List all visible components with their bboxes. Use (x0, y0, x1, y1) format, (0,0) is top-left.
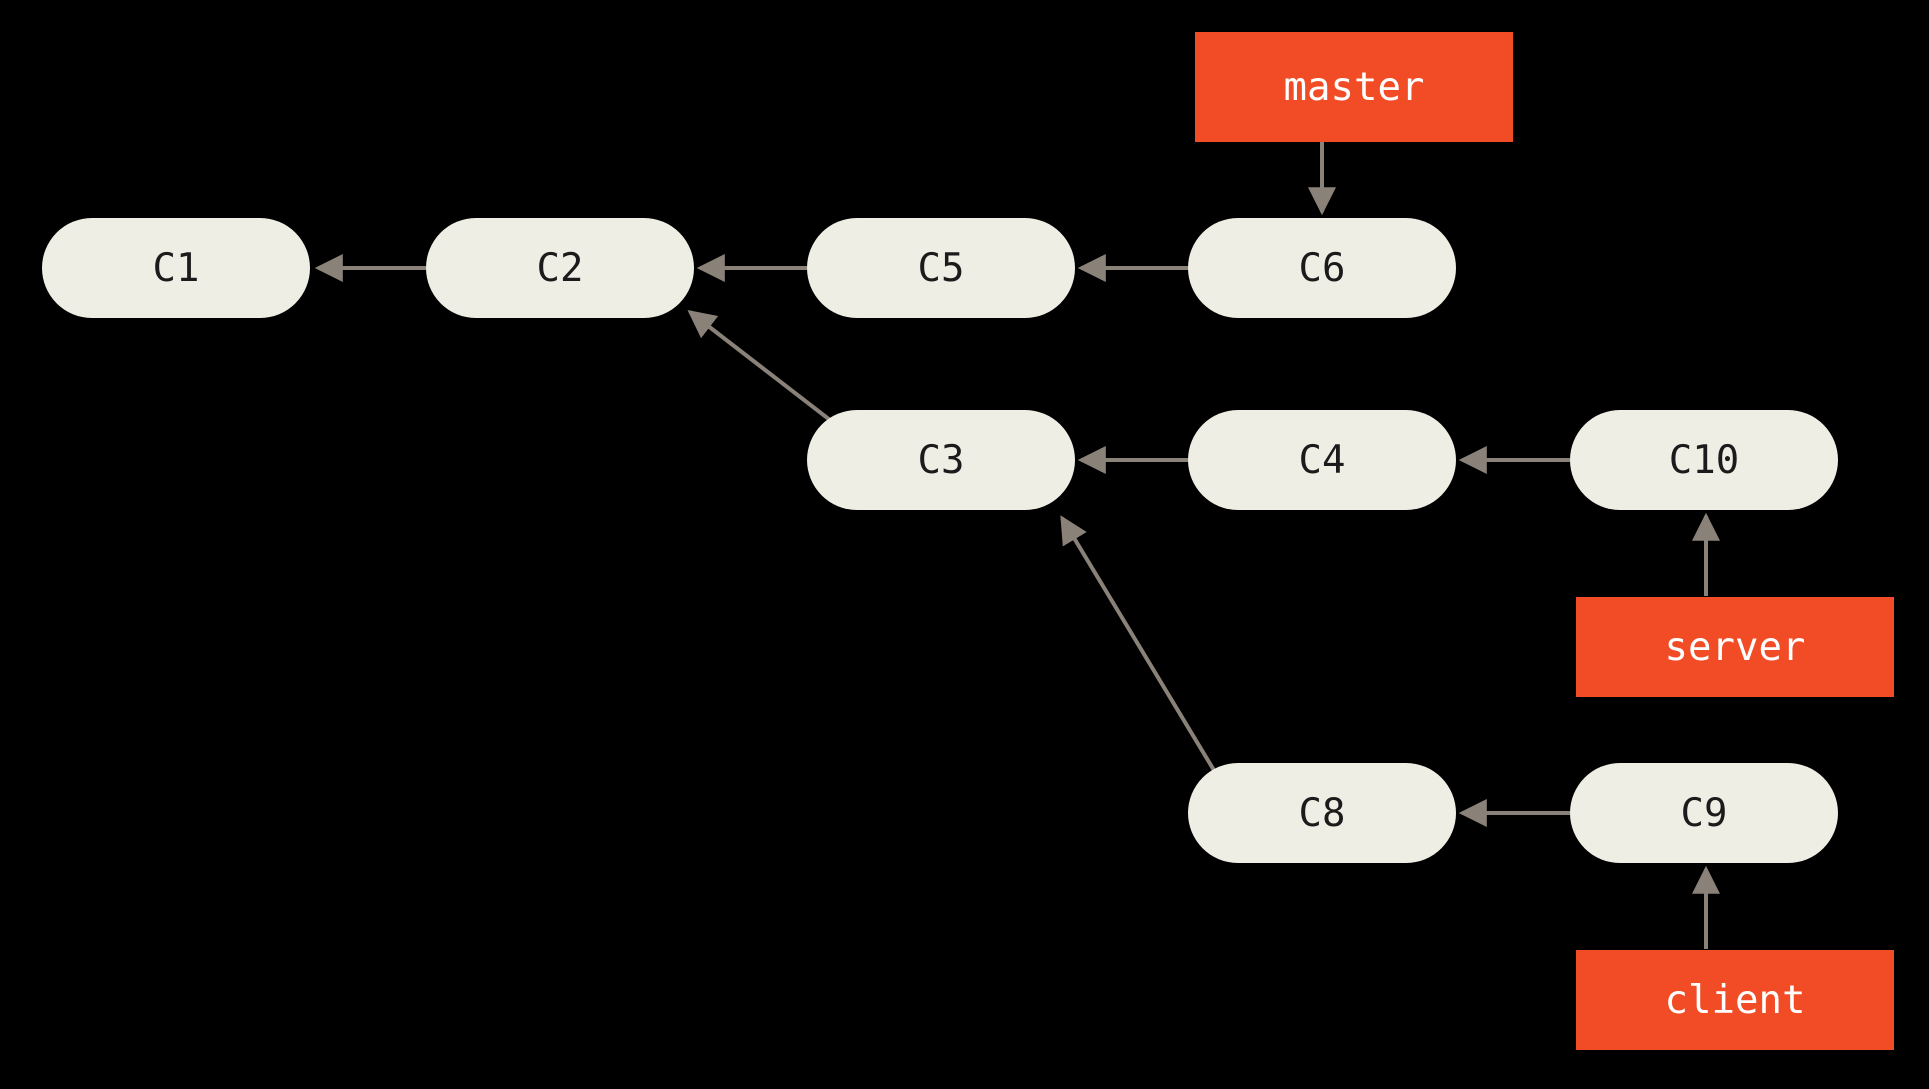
commit-label: C9 (1680, 790, 1728, 836)
commit-label: C2 (536, 245, 584, 291)
commit-node-c4[interactable]: C4 (1188, 410, 1456, 510)
commit-label: C4 (1298, 437, 1346, 483)
edge-C8-C3 (1060, 515, 1217, 774)
edge-C3-C2 (687, 310, 832, 422)
commit-node-c9[interactable]: C9 (1570, 763, 1838, 863)
branch-label-server[interactable]: server (1576, 597, 1894, 697)
branch-label-text: server (1664, 624, 1806, 670)
commit-node-c8[interactable]: C8 (1188, 763, 1456, 863)
branch-label-client[interactable]: client (1576, 950, 1894, 1050)
commit-label: C6 (1298, 245, 1346, 291)
commit-node-c1[interactable]: C1 (42, 218, 310, 318)
branch-label-text: master (1283, 64, 1425, 110)
commit-node-c5[interactable]: C5 (807, 218, 1075, 318)
commit-node-c10[interactable]: C10 (1570, 410, 1838, 510)
commit-label: C10 (1668, 437, 1740, 483)
commit-node-c6[interactable]: C6 (1188, 218, 1456, 318)
commit-label: C5 (917, 245, 965, 291)
branch-label-text: client (1664, 977, 1806, 1023)
commit-node-c3[interactable]: C3 (807, 410, 1075, 510)
commit-node-c2[interactable]: C2 (426, 218, 694, 318)
branch-label-master[interactable]: master (1195, 32, 1513, 142)
commit-label: C1 (152, 245, 200, 291)
commit-label: C8 (1298, 790, 1346, 836)
commit-label: C3 (917, 437, 965, 483)
